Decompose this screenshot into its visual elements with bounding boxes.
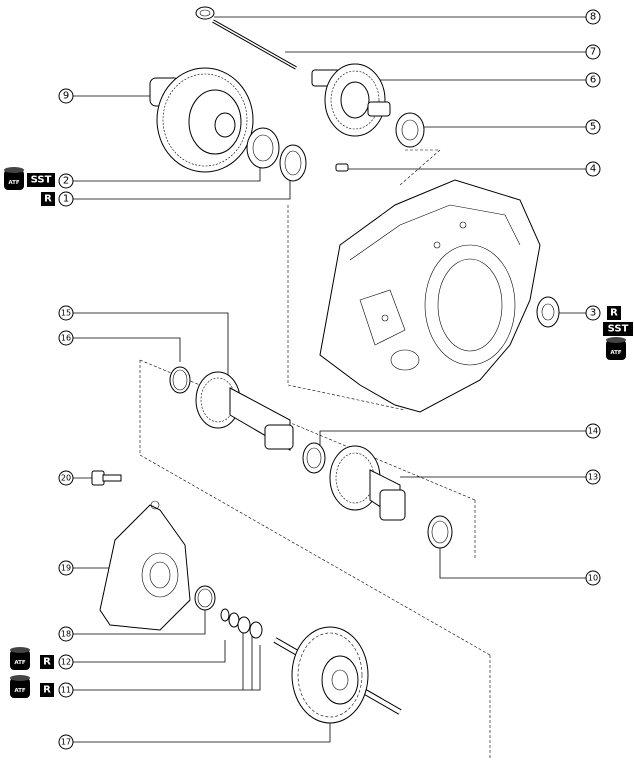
svg-text:R: R <box>44 194 52 205</box>
r-badge-icon: R <box>40 655 54 669</box>
callout-16: 16 <box>58 330 74 346</box>
svg-text:7: 7 <box>590 47 596 58</box>
svg-text:12: 12 <box>61 658 71 667</box>
snap-ring-part-8 <box>195 6 215 20</box>
svg-text:SST: SST <box>31 175 52 186</box>
svg-text:R: R <box>610 308 618 319</box>
atf-can-icon: ATF <box>606 337 626 360</box>
snap-ring-part-10 <box>427 515 453 549</box>
svg-text:1: 1 <box>63 194 69 205</box>
svg-text:19: 19 <box>61 564 71 573</box>
callout-4: 4 <box>585 161 601 177</box>
callout-3: 3 <box>585 305 601 321</box>
svg-text:ATF: ATF <box>14 660 26 666</box>
svg-text:5: 5 <box>590 122 596 133</box>
callout-7: 7 <box>585 44 601 60</box>
seal-rings-part-11-12 <box>220 608 263 639</box>
svg-text:17: 17 <box>61 738 71 747</box>
bearing-part-2 <box>246 127 280 169</box>
svg-text:ATF: ATF <box>610 350 622 356</box>
idler-gear-part-6 <box>311 63 391 137</box>
bolt-part-20 <box>91 470 122 486</box>
oil-seal-part-3 <box>536 296 560 328</box>
snap-ring-part-18 <box>194 585 216 611</box>
cover-part-19 <box>99 500 191 631</box>
transmission-case <box>319 179 541 413</box>
atf-can-icon: ATF <box>4 167 24 190</box>
svg-text:14: 14 <box>588 427 598 436</box>
atf-can-icon: ATF <box>10 675 30 698</box>
svg-text:16: 16 <box>61 334 71 343</box>
rod-part-7 <box>212 19 297 70</box>
svg-text:11: 11 <box>61 686 71 695</box>
clutch-drum-part-17 <box>273 626 402 724</box>
bearing-part-5 <box>395 112 425 148</box>
svg-text:R: R <box>43 685 51 696</box>
callout-10: 10 <box>585 570 601 586</box>
callout-11: 11 <box>58 682 74 698</box>
svg-text:8: 8 <box>590 12 596 23</box>
sst-badge-icon: SST <box>603 322 633 336</box>
snap-ring-part-14 <box>302 442 326 474</box>
svg-text:15: 15 <box>61 309 71 318</box>
shim-part-1 <box>279 144 307 182</box>
callout-14: 14 <box>585 423 601 439</box>
svg-text:2: 2 <box>63 176 69 187</box>
atf-can-icon: ATF <box>10 647 30 670</box>
svg-text:13: 13 <box>588 473 598 482</box>
svg-text:R: R <box>43 657 51 668</box>
svg-text:ATF: ATF <box>14 688 26 694</box>
shaft-gear-part-15 <box>195 371 294 451</box>
callout-15: 15 <box>58 305 74 321</box>
callout-8: 8 <box>585 9 601 25</box>
callout-2: 2 <box>58 173 74 189</box>
svg-text:SST: SST <box>608 324 629 335</box>
svg-text:9: 9 <box>63 91 69 102</box>
r-badge-icon: R <box>607 306 621 320</box>
callout-13: 13 <box>585 469 601 485</box>
svg-text:20: 20 <box>61 474 71 483</box>
pin-part-4 <box>335 163 349 172</box>
svg-text:4: 4 <box>590 164 596 175</box>
r-badge-icon: R <box>41 192 55 206</box>
snap-ring-part-16 <box>169 366 191 394</box>
svg-text:18: 18 <box>61 630 71 639</box>
differential-part-9 <box>149 67 254 173</box>
callout-20: 20 <box>58 470 74 486</box>
assembly-guide-lines <box>139 149 491 760</box>
callout-18: 18 <box>58 626 74 642</box>
leader-lines <box>72 16 587 743</box>
svg-text:10: 10 <box>588 574 598 583</box>
r-badge-icon: R <box>40 683 54 697</box>
svg-text:6: 6 <box>590 75 596 86</box>
callout-1: 1 <box>58 191 74 207</box>
callout-6: 6 <box>585 72 601 88</box>
callout-9: 9 <box>58 88 74 104</box>
sst-badge-icon: SST <box>27 173 55 187</box>
callout-12: 12 <box>58 654 74 670</box>
svg-text:3: 3 <box>590 308 596 319</box>
svg-text:ATF: ATF <box>8 180 20 186</box>
callout-5: 5 <box>585 119 601 135</box>
callout-17: 17 <box>58 734 74 750</box>
shaft-gear-part-13 <box>329 445 406 521</box>
callout-19: 19 <box>58 560 74 576</box>
